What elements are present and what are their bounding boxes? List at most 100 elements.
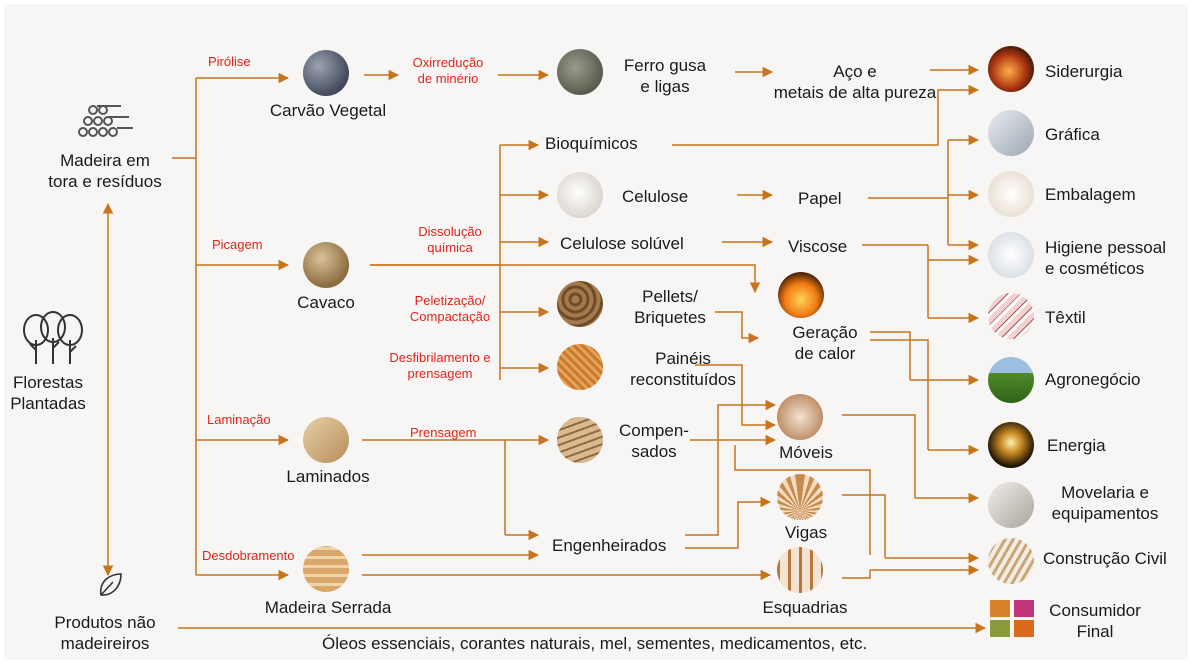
line-esquadrias-out bbox=[842, 570, 870, 578]
non-wood-source-label: Produtos não madeireiros bbox=[35, 612, 175, 654]
forest-label-line1: Florestas bbox=[0, 372, 96, 393]
forest-source-label: Florestas Plantadas bbox=[0, 372, 96, 414]
charcoal-image bbox=[303, 50, 349, 96]
ferro-line1: Ferro gusa bbox=[610, 55, 720, 76]
papel-label: Papel bbox=[798, 188, 841, 209]
hygiene-image bbox=[988, 232, 1034, 278]
oxirreducao-line1: Oxirredução bbox=[396, 55, 500, 71]
market-consumidor: Consumidor Final bbox=[1040, 600, 1150, 642]
non-wood-products-list: Óleos essenciais, corantes naturais, mel… bbox=[322, 633, 867, 654]
movelaria-line1: Movelaria e bbox=[1040, 482, 1170, 503]
steelworks-image bbox=[988, 46, 1034, 92]
paineis-line1: Painéis bbox=[618, 348, 748, 369]
carvao-label: Carvão Vegetal bbox=[243, 100, 413, 121]
fire-image bbox=[778, 272, 824, 318]
nonwood-label-line1: Produtos não bbox=[35, 612, 175, 633]
pellets-label: Pellets/ Briquetes bbox=[615, 286, 725, 328]
movelaria-line2: equipamentos bbox=[1040, 503, 1170, 524]
process-picagem: Picagem bbox=[212, 237, 263, 253]
wood-label-line1: Madeira em bbox=[35, 150, 175, 171]
process-desfibrilamento: Desfibrilamento e prensagem bbox=[378, 350, 502, 382]
compensados-line2: sados bbox=[608, 441, 700, 462]
celulose-label: Celulose bbox=[622, 186, 688, 207]
consumidor-line1: Consumidor bbox=[1040, 600, 1150, 621]
esquadrias-label: Esquadrias bbox=[740, 597, 870, 618]
vigas-label: Vigas bbox=[756, 522, 856, 543]
laminados-label: Laminados bbox=[268, 466, 388, 487]
furniture-image bbox=[777, 394, 823, 440]
process-peletizacao: Peletização/ Compactação bbox=[400, 293, 500, 325]
construction-image bbox=[988, 538, 1034, 584]
moveis-label: Móveis bbox=[756, 442, 856, 463]
market-higiene: Higiene pessoal e cosméticos bbox=[1045, 237, 1166, 279]
process-desdobramento: Desdobramento bbox=[202, 548, 295, 564]
calor-label: Geração de calor bbox=[770, 322, 880, 364]
market-textil: Têxtil bbox=[1045, 307, 1086, 328]
veneer-image bbox=[303, 417, 349, 463]
peletizacao-line1: Peletização/ bbox=[400, 293, 500, 309]
desfibrilamento-line1: Desfibrilamento e bbox=[378, 350, 502, 366]
market-embalagem: Embalagem bbox=[1045, 184, 1136, 205]
calor-line2: de calor bbox=[770, 343, 880, 364]
trees-icon bbox=[20, 310, 86, 366]
serrada-label: Madeira Serrada bbox=[245, 597, 411, 618]
process-oxirreducao: Oxirredução de minério bbox=[396, 55, 500, 87]
log-pile-icon bbox=[75, 100, 135, 142]
pig-iron-image bbox=[557, 49, 603, 95]
process-dissolucao: Dissolução química bbox=[404, 224, 496, 256]
oxirreducao-line2: de minério bbox=[396, 71, 500, 87]
wood-label-line2: tora e resíduos bbox=[35, 171, 175, 192]
market-energia: Energia bbox=[1047, 435, 1106, 456]
cellulose-image bbox=[557, 172, 603, 218]
forest-label-line2: Plantadas bbox=[0, 393, 96, 414]
compensados-line1: Compen- bbox=[608, 420, 700, 441]
bioquimicos-label: Bioquímicos bbox=[545, 133, 638, 154]
wood-source-label: Madeira em tora e resíduos bbox=[35, 150, 175, 192]
pellets-line1: Pellets/ bbox=[615, 286, 725, 307]
beams-image bbox=[777, 474, 823, 520]
pellets-image bbox=[557, 281, 603, 327]
aco-line2: metais de alta pureza bbox=[765, 82, 945, 103]
energy-bulb-image bbox=[988, 422, 1034, 468]
ferro-line2: e ligas bbox=[610, 76, 720, 97]
sawn-wood-image bbox=[303, 546, 349, 592]
plywood-image bbox=[557, 417, 603, 463]
desfibrilamento-line2: prensagem bbox=[378, 366, 502, 382]
aco-line1: Aço e bbox=[765, 61, 945, 82]
aco-label: Aço e metais de alta pureza bbox=[765, 61, 945, 103]
dissolucao-line2: química bbox=[404, 240, 496, 256]
ferro-label: Ferro gusa e ligas bbox=[610, 55, 720, 97]
furnishing-image bbox=[988, 482, 1034, 528]
printing-image bbox=[988, 110, 1034, 156]
wood-chips-image bbox=[303, 242, 349, 288]
process-prensagem: Prensagem bbox=[410, 425, 476, 441]
market-grafica: Gráfica bbox=[1045, 124, 1100, 145]
paineis-label: Painéis reconstituídos bbox=[618, 348, 748, 390]
peletizacao-line2: Compactação bbox=[400, 309, 500, 325]
market-construcao: Construção Civil bbox=[1043, 548, 1167, 569]
market-siderurgia: Siderurgia bbox=[1045, 61, 1123, 82]
cavaco-label: Cavaco bbox=[276, 292, 376, 313]
pellets-line2: Briquetes bbox=[615, 307, 725, 328]
market-movelaria: Movelaria e equipamentos bbox=[1040, 482, 1170, 524]
calor-line1: Geração bbox=[770, 322, 880, 343]
higiene-line1: Higiene pessoal bbox=[1045, 237, 1166, 258]
higiene-line2: e cosméticos bbox=[1045, 258, 1166, 279]
market-agronegocio: Agronegócio bbox=[1045, 369, 1140, 390]
window-frame-image bbox=[777, 547, 823, 593]
consumer-products-icon bbox=[988, 598, 1038, 640]
leaf-icon bbox=[95, 570, 125, 600]
panels-image bbox=[557, 344, 603, 390]
nonwood-label-line2: madeireiros bbox=[35, 633, 175, 654]
process-pirolise: Pirólise bbox=[208, 54, 251, 70]
consumidor-line2: Final bbox=[1040, 621, 1150, 642]
engenheirados-label: Engenheirados bbox=[552, 535, 666, 556]
agribusiness-image bbox=[988, 357, 1034, 403]
compensados-label: Compen- sados bbox=[608, 420, 700, 462]
viscose-label: Viscose bbox=[788, 236, 847, 257]
celulose-soluvel-label: Celulose solúvel bbox=[560, 233, 684, 254]
textile-image bbox=[988, 293, 1034, 339]
paineis-line2: reconstituídos bbox=[618, 369, 748, 390]
process-laminacao: Laminação bbox=[207, 412, 271, 428]
